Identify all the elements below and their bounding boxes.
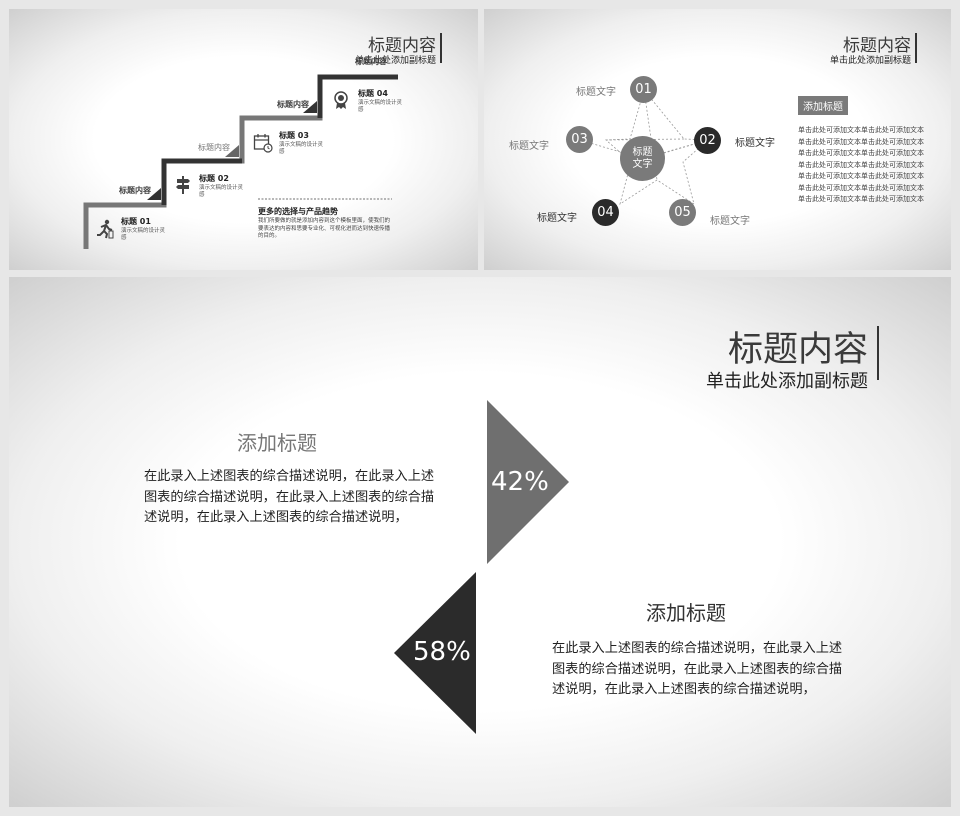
- body-line: 单击此处可添加文本单击此处可添加文本: [798, 160, 924, 169]
- center-node[interactable]: 标题文字: [620, 136, 665, 181]
- slide2-title: 标题内容: [843, 36, 911, 56]
- slide-steps[interactable]: 标题内容 单击此处添加副标题 标题内容 标题内容 标题内容 标题内容 标题 01…: [9, 9, 478, 270]
- staircase-segment-dark: [161, 158, 242, 205]
- step-triangle: [303, 101, 317, 113]
- step-2-desc: 演示文稿的设计灵感: [199, 185, 244, 198]
- step-1-desc: 演示文稿的设计灵感: [121, 228, 166, 241]
- slide1-title: 标题内容: [368, 36, 436, 56]
- node-05[interactable]: 05: [669, 199, 696, 226]
- node-04-number: 04: [597, 205, 614, 220]
- slide3-subtitle: 单击此处添加副标题: [706, 371, 868, 392]
- step-4-title: 标题 04: [358, 89, 388, 98]
- node-03-label: 标题文字: [509, 141, 549, 152]
- body-line: 单击此处可添加文本单击此处可添加文本: [798, 195, 924, 203]
- title-divider: [877, 326, 879, 380]
- add-title-tag[interactable]: 添加标题: [798, 96, 848, 115]
- body-line: 单击此处可添加文本单击此处可添加文本: [798, 149, 924, 157]
- step-3-desc: 演示文稿的设计灵感: [279, 142, 324, 155]
- node-04[interactable]: 04: [592, 199, 619, 226]
- title-divider: [440, 33, 442, 63]
- node-01-label: 标题文字: [576, 87, 616, 98]
- node-04-label: 标题文字: [537, 213, 577, 224]
- step-label-3: 标题内容: [277, 100, 309, 109]
- block2-heading: 添加标题: [646, 601, 726, 625]
- step-3-title: 标题 03: [279, 131, 309, 140]
- slide-star-diagram[interactable]: 标题内容 单击此处添加副标题 标题文字 01 标题文字 02 标题文字 03 标…: [484, 9, 951, 270]
- staircase-segment-dark: [317, 74, 398, 118]
- step-label-4: 标题内容: [355, 57, 387, 66]
- add-title-tag-text: 添加标题: [803, 102, 843, 113]
- step-2-title: 标题 02: [199, 174, 229, 183]
- step-label-1: 标题内容: [119, 186, 151, 195]
- node-01-number: 01: [635, 82, 652, 97]
- slide2-subtitle: 单击此处添加副标题: [829, 56, 911, 66]
- node-01[interactable]: 01: [630, 76, 657, 103]
- step-1-title: 标题 01: [121, 217, 151, 226]
- signpost-icon: [176, 176, 190, 194]
- node-03[interactable]: 03: [566, 126, 593, 153]
- block1-text: 在此录入上述图表的综合描述说明，在此录入上述图表的综合描述说明，在此录入上述图表…: [144, 469, 435, 525]
- node-02-number: 02: [699, 133, 716, 148]
- body-line: 单击此处可添加文本单击此处可添加文本: [798, 172, 924, 180]
- more-title: 更多的选择与产品趋势: [258, 207, 338, 216]
- slide1-subtitle: 单击此处添加副标题: [354, 56, 436, 66]
- slide3-title: 标题内容: [727, 330, 868, 370]
- body-line: 单击此处可添加文本单击此处可添加文本: [798, 126, 924, 134]
- body-line: 单击此处可添加文本单击此处可添加文本: [798, 137, 924, 146]
- block1-heading: 添加标题: [237, 431, 317, 455]
- body-line: 单击此处可添加文本单击此处可添加文本: [798, 183, 924, 192]
- step-label-2: 标题内容: [198, 143, 230, 152]
- body-text-block: 单击此处可添加文本单击此处可添加文本 单击此处可添加文本单击此处可添加文本 单击…: [798, 125, 924, 206]
- calendar-clock-icon: [253, 134, 273, 153]
- block2-text: 在此录入上述图表的综合描述说明，在此录入上述图表的综合描述说明，在此录入上述图表…: [552, 641, 843, 697]
- title-divider: [915, 33, 917, 63]
- triangle-right: [487, 400, 569, 564]
- percent-42: 42%: [491, 467, 549, 497]
- runner-icon: [97, 219, 114, 239]
- more-text: 我们所要做的就是添加内容到这个模板里面，使我们的要表达的内容和思要专业化、可视化…: [258, 218, 391, 239]
- step-triangle: [225, 145, 239, 157]
- staircase-graphic: [83, 74, 398, 249]
- percent-58: 58%: [413, 637, 471, 667]
- node-03-number: 03: [571, 132, 588, 147]
- node-05-label: 标题文字: [710, 216, 750, 227]
- node-05-number: 05: [674, 205, 691, 220]
- node-02[interactable]: 02: [694, 127, 721, 154]
- center-node-label: 标题文字: [632, 146, 653, 170]
- slide-percentages[interactable]: 标题内容 单击此处添加副标题 添加标题 在此录入上述图表的综合描述说明，在此录入…: [9, 277, 951, 807]
- node-02-label: 标题文字: [735, 138, 775, 149]
- step-triangle: [147, 188, 161, 200]
- award-icon: [334, 91, 348, 109]
- triangle-left: [394, 572, 476, 734]
- step-4-desc: 演示文稿的设计灵感: [358, 100, 403, 113]
